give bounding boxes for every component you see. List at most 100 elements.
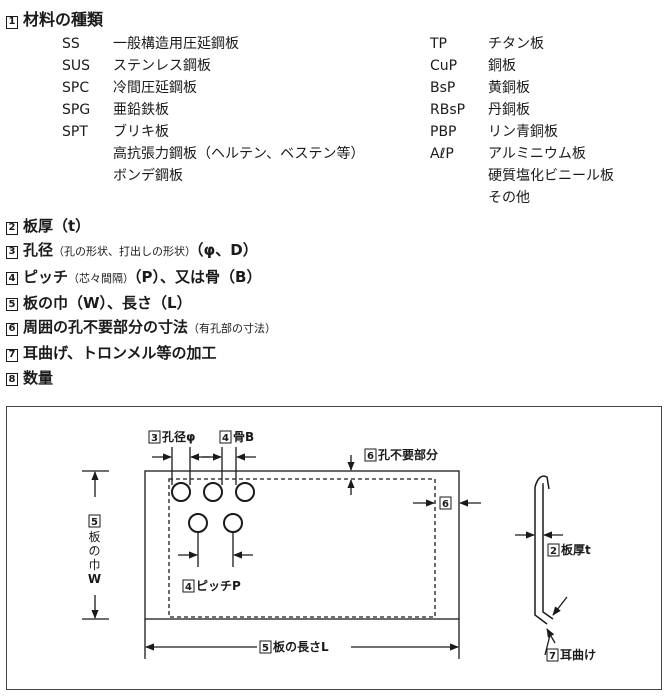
material-row: ボンデ鋼板: [113, 166, 183, 186]
material-name: 黄銅板: [488, 80, 530, 96]
material-code: SUS: [62, 58, 91, 74]
svg-text:2: 2: [550, 546, 557, 557]
material-name: リン青銅板: [488, 124, 558, 140]
material-row: CuP 銅板: [430, 56, 516, 76]
material-row: SUS ステンレス鋼板: [62, 56, 211, 76]
item-text: 数量: [23, 368, 54, 387]
material-code: SPT: [62, 124, 88, 140]
svg-text:4: 4: [222, 433, 229, 444]
material-row: その他: [488, 188, 530, 208]
material-row: SPT ブリキ板: [62, 122, 169, 142]
material-code: CuP: [430, 58, 458, 74]
item-number-badge: 5: [6, 298, 18, 312]
svg-text:4: 4: [185, 582, 192, 593]
svg-text:板の長さL: 板の長さL: [273, 639, 329, 654]
material-name: その他: [488, 190, 530, 206]
material-row: 硬質塩化ビニール板: [488, 166, 614, 186]
material-row: AℓP アルミニウム板: [430, 144, 586, 164]
section-number-badge: 1: [6, 15, 18, 29]
spec-item-width-length: 5 板の巾（W）、長さ（L）: [6, 291, 276, 315]
item-text: 板厚（t）: [23, 217, 91, 235]
item-text-after: （P）、又は骨（B）: [134, 267, 262, 286]
material-row: 高抗張力鋼板（ヘルテン、ベステン等）: [113, 144, 364, 164]
label-margin: 6: [439, 496, 452, 510]
plate-outline: [144, 470, 460, 620]
spec-item-thickness: 2 板厚（t）: [6, 214, 276, 238]
spec-item-pitch: 4 ピッチ（芯々間隔）（P）、又は骨（B）: [6, 265, 276, 291]
material-name: 銅板: [488, 58, 516, 74]
material-name: 丹銅板: [488, 102, 530, 118]
svg-text:板: 板: [88, 530, 100, 544]
hole: [188, 513, 208, 533]
item-text: ピッチ: [23, 267, 69, 286]
material-code: TP: [430, 36, 447, 52]
svg-text:W: W: [88, 572, 101, 586]
material-name: アルミニウム板: [488, 146, 586, 162]
svg-text:孔径φ: 孔径φ: [162, 429, 195, 444]
hole: [171, 482, 191, 502]
label-no-hole-area: 6 孔不要部分: [364, 447, 438, 462]
item-text: 板の巾（W）、長さ（L）: [23, 293, 192, 312]
materials-title-text: 材料の種類: [23, 10, 104, 29]
svg-text:板厚t: 板厚t: [561, 542, 591, 557]
svg-text:巾: 巾: [88, 558, 100, 572]
material-name: ボンデ鋼板: [113, 168, 183, 184]
item-note: （芯々間隔）: [68, 271, 135, 285]
svg-text:6: 6: [442, 499, 449, 510]
item-number-badge: 4: [6, 272, 18, 286]
svg-text:7: 7: [549, 651, 556, 662]
perforated-plate-diagram: 3 孔径φ 4 骨B 6 孔不要部分 6 5 板 の 巾: [6, 406, 662, 690]
item-note: （孔の形状、打出しの形状）: [53, 245, 197, 259]
item-number-badge: 3: [6, 245, 18, 259]
spec-item-processing: 7 耳曲げ、トロンメル等の加工: [6, 341, 276, 365]
material-code: SS: [62, 36, 80, 52]
material-row: PBP リン青銅板: [430, 122, 558, 142]
svg-text:6: 6: [367, 451, 374, 462]
svg-text:耳曲け: 耳曲け: [560, 647, 596, 662]
label-pitch: 4 ピッチP: [182, 579, 241, 593]
material-name: 高抗張力鋼板（ヘルテン、ベステン等）: [113, 146, 365, 162]
svg-text:5: 5: [91, 517, 98, 528]
svg-text:ピッチP: ピッチP: [196, 579, 241, 593]
item-number-badge: 7: [6, 348, 18, 362]
hole: [235, 482, 255, 502]
material-name: 一般構造用圧延鋼板: [113, 36, 239, 52]
hole: [223, 513, 243, 533]
item-text: 耳曲げ、トロンメル等の加工: [23, 344, 217, 363]
label-length: 5 板の長さL: [259, 639, 329, 654]
material-code: BsP: [430, 80, 456, 96]
materials-section-title: 1 材料の種類: [6, 6, 103, 30]
material-name: 硬質塩化ビニール板: [488, 168, 614, 184]
plate-side-profile: [534, 487, 548, 625]
item-text: 周囲の孔不要部分の寸法: [23, 318, 189, 337]
material-code: AℓP: [430, 146, 454, 162]
material-name: ステンレス鋼板: [113, 58, 211, 74]
svg-text:の: の: [88, 544, 100, 558]
material-code: SPC: [62, 80, 90, 96]
material-code: PBP: [430, 124, 457, 140]
hole: [203, 482, 223, 502]
svg-text:3: 3: [151, 433, 158, 444]
material-name: チタン板: [488, 36, 544, 52]
item-number-badge: 8: [6, 373, 18, 387]
material-row: SS 一般構造用圧延鋼板: [62, 34, 239, 54]
label-thickness: 2 板厚t: [547, 542, 591, 557]
item-number-badge: 2: [6, 221, 18, 235]
label-bone: 4 骨B: [219, 430, 254, 444]
material-name: 亜鉛鉄板: [113, 102, 169, 118]
item-number-badge: 6: [6, 322, 18, 336]
svg-text:5: 5: [262, 643, 269, 654]
spec-item-quantity: 8 数量: [6, 366, 276, 390]
material-row: TP チタン板: [430, 34, 544, 54]
item-text-after: （φ、D）: [196, 241, 258, 260]
svg-text:孔不要部分: 孔不要部分: [378, 447, 438, 462]
perforated-area-outline: [168, 478, 436, 618]
svg-text:骨B: 骨B: [233, 430, 254, 444]
material-name: ブリキ板: [113, 124, 169, 140]
